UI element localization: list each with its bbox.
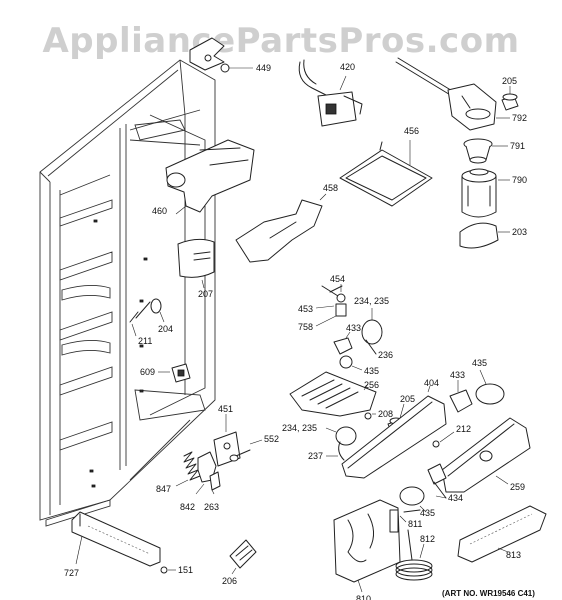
callout-727: 727	[64, 568, 79, 578]
part-433-435-light-assembly[interactable]	[333, 331, 363, 371]
part-790-water-filter[interactable]	[461, 168, 510, 218]
callout-791: 791	[510, 141, 525, 151]
part-208-clip[interactable]	[364, 412, 376, 420]
callout-204: 204	[158, 324, 173, 334]
part-812-tubing[interactable]	[395, 529, 433, 581]
callout-205-top: 205	[502, 76, 517, 86]
callout-456: 456	[404, 126, 419, 136]
callout-404: 404	[424, 378, 439, 388]
callout-454: 454	[330, 274, 345, 284]
part-791-filter-bypass[interactable]	[463, 138, 508, 164]
callout-842: 842	[180, 502, 195, 512]
part-810-dispenser-frame[interactable]	[333, 499, 401, 593]
part-234-235-237-ring[interactable]	[325, 426, 357, 461]
part-811-bracket[interactable]	[399, 509, 421, 523]
callout-451: 451	[218, 404, 233, 414]
part-259-housing[interactable]	[441, 417, 531, 493]
callout-453: 453	[298, 304, 313, 314]
callout-205-bottom: 205	[400, 394, 415, 404]
callout-609: 609	[140, 367, 155, 377]
part-460-air-duct[interactable]	[165, 139, 255, 215]
callout-203: 203	[512, 227, 527, 237]
part-434-435-bottom-light[interactable]	[399, 463, 447, 513]
part-204-211-fasteners[interactable]	[129, 298, 165, 337]
callout-256: 256	[364, 380, 379, 390]
callout-812: 812	[420, 534, 435, 544]
callout-458: 458	[323, 183, 338, 193]
callout-236: 236	[378, 350, 393, 360]
part-206-cover[interactable]	[229, 539, 257, 575]
part-151-screw[interactable]	[160, 566, 176, 574]
callout-552: 552	[264, 434, 279, 444]
callout-211: 211	[138, 336, 152, 346]
part-203-filter-cover[interactable]	[459, 222, 510, 249]
callout-206: 206	[222, 576, 237, 586]
part-842-cam[interactable]	[195, 451, 217, 495]
callout-847: 847	[156, 484, 171, 494]
part-813-trim[interactable]	[457, 505, 547, 563]
part-454-453-758-valve[interactable]	[315, 284, 347, 327]
part-420-damper-motor[interactable]	[298, 59, 363, 127]
callout-434: 434	[448, 493, 463, 503]
callout-151: 151	[178, 565, 193, 575]
callout-435-right: 435	[472, 358, 487, 368]
callout-460: 460	[152, 206, 167, 216]
callout-433-top: 433	[346, 323, 361, 333]
callout-433-right: 433	[450, 370, 465, 380]
part-552-screw[interactable]	[229, 439, 263, 462]
callout-212: 212	[456, 424, 471, 434]
callout-263: 263	[204, 502, 219, 512]
leader-212	[439, 431, 455, 443]
callout-811: 811	[408, 519, 422, 529]
watermark: AppliancePartsPros.com	[42, 21, 519, 61]
refrigerator-cabinet	[39, 59, 216, 527]
callout-758: 758	[298, 322, 313, 332]
callout-435-mid: 435	[364, 366, 379, 376]
part-207-light-shield[interactable]	[177, 238, 215, 289]
callout-449: 449	[256, 63, 271, 73]
callout-237: 237	[308, 451, 323, 461]
callout-810: 810	[356, 594, 371, 600]
callout-207: 207	[198, 289, 213, 299]
part-449-hinge-bracket[interactable]	[189, 37, 253, 73]
part-847-spring[interactable]	[175, 451, 201, 487]
part-456-shelf-frame[interactable]	[339, 140, 433, 207]
callout-234-235-bottom: 234, 235	[282, 423, 317, 433]
part-205-cap[interactable]	[501, 86, 519, 111]
part-433-435-right-light[interactable]	[449, 369, 505, 413]
callout-813: 813	[506, 550, 521, 560]
callout-208: 208	[378, 409, 393, 419]
callout-234-235-top: 234, 235	[354, 296, 389, 306]
part-727-toe-grille[interactable]	[71, 511, 161, 567]
cabinet-holes	[89, 219, 148, 488]
part-404-light-cover[interactable]	[341, 385, 447, 479]
part-609-switch[interactable]	[158, 363, 191, 383]
callout-792: 792	[512, 113, 527, 123]
callout-420: 420	[340, 62, 355, 72]
part-234-235-ring[interactable]	[361, 308, 383, 355]
part-458-duct-cover[interactable]	[235, 193, 327, 263]
callout-259: 259	[510, 482, 525, 492]
part-792-filter-head[interactable]	[395, 57, 510, 131]
part-256-light-lens[interactable]	[289, 371, 377, 417]
callout-790: 790	[512, 175, 527, 185]
art-number: (ART NO. WR19546 C41)	[442, 589, 535, 598]
callout-435-bottom: 435	[420, 508, 435, 518]
part-263-pin[interactable]	[209, 471, 221, 495]
